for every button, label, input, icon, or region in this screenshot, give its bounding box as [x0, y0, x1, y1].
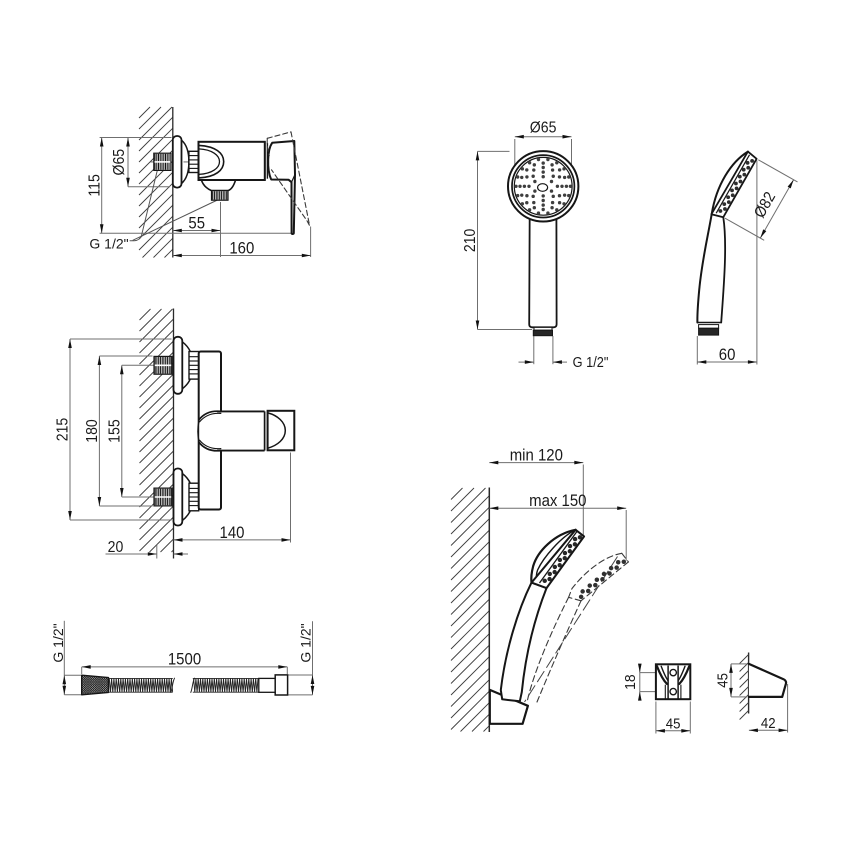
- svg-text:18: 18: [622, 674, 639, 689]
- svg-text:G 1/2": G 1/2": [89, 236, 128, 252]
- svg-text:180: 180: [83, 419, 101, 442]
- svg-text:G 1/2": G 1/2": [297, 623, 313, 662]
- svg-text:55: 55: [188, 215, 205, 233]
- svg-text:min 120: min 120: [510, 447, 563, 465]
- svg-text:G 1/2": G 1/2": [573, 354, 609, 370]
- svg-text:140: 140: [220, 524, 245, 542]
- svg-text:20: 20: [108, 538, 124, 556]
- svg-text:160: 160: [229, 240, 254, 258]
- svg-text:45: 45: [714, 673, 731, 688]
- svg-text:115: 115: [86, 174, 104, 196]
- svg-text:210: 210: [461, 229, 479, 252]
- svg-text:G 1/2": G 1/2": [50, 623, 66, 662]
- svg-text:Ø65: Ø65: [110, 149, 128, 176]
- svg-text:155: 155: [106, 419, 124, 442]
- svg-text:45: 45: [666, 715, 681, 732]
- svg-text:1500: 1500: [168, 651, 201, 669]
- svg-text:215: 215: [54, 418, 72, 441]
- svg-text:42: 42: [761, 714, 776, 731]
- svg-text:Ø65: Ø65: [530, 118, 557, 136]
- svg-text:max 150: max 150: [529, 492, 586, 510]
- svg-text:60: 60: [719, 346, 736, 364]
